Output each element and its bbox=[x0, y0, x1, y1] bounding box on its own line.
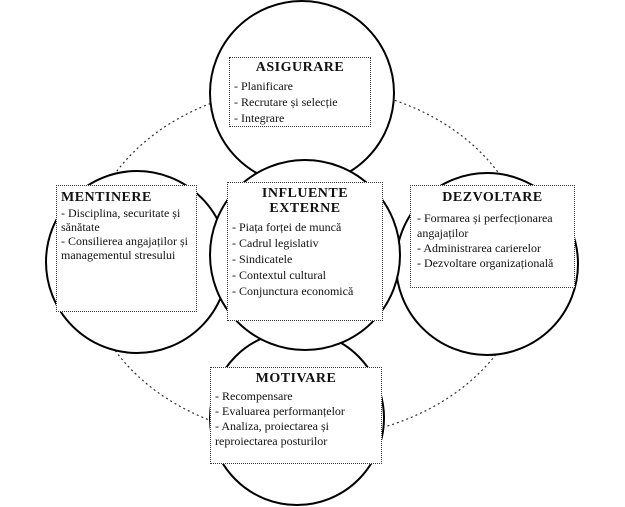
list-item: Sindicatele bbox=[232, 251, 378, 267]
box-mentinere: MENTINERE Disciplina, securitate și sănă… bbox=[56, 185, 197, 312]
influente-title: INFLUENTE EXTERNE bbox=[261, 186, 349, 216]
list-item: Recrutare și selecție bbox=[234, 94, 366, 110]
list-item: Cadrul legislativ bbox=[232, 235, 378, 251]
list-item: Administrarea carierelor bbox=[417, 241, 568, 256]
motivare-list: Recompensare Evaluarea performanțelor An… bbox=[215, 389, 377, 449]
box-motivare: MOTIVARE Recompensare Evaluarea performa… bbox=[210, 367, 382, 464]
box-dezvoltare: DEZVOLTARE Formarea și perfecționarea an… bbox=[410, 185, 575, 288]
list-item: Piața forței de muncă bbox=[232, 219, 378, 235]
list-item: Recompensare bbox=[215, 389, 377, 404]
asigurare-title: ASIGURARE bbox=[255, 60, 345, 75]
list-item: Consilierea angajaților și managementul … bbox=[61, 234, 192, 262]
list-item: Conjunctura economică bbox=[232, 283, 378, 299]
list-item: Disciplina, securitate și sănătate bbox=[61, 206, 192, 234]
list-item: Evaluarea performanțelor bbox=[215, 404, 377, 419]
list-item: Formarea și perfecționarea angajaților bbox=[417, 211, 568, 241]
list-item: Dezvoltare organizațională bbox=[417, 256, 568, 271]
asigurare-list: Planificare Recrutare și selecție Integr… bbox=[234, 78, 366, 126]
dezvoltare-title: DEZVOLTARE bbox=[442, 190, 543, 205]
mentinere-list: Disciplina, securitate și sănătate Consi… bbox=[61, 206, 192, 262]
mentinere-title: MENTINERE bbox=[61, 190, 152, 205]
list-item: Analiza, proiectarea și reproiectarea po… bbox=[215, 419, 377, 449]
box-asigurare: ASIGURARE Planificare Recrutare și selec… bbox=[229, 57, 371, 127]
dezvoltare-list: Formarea și perfecționarea angajaților A… bbox=[417, 211, 568, 271]
motivare-title: MOTIVARE bbox=[255, 371, 337, 386]
list-item: Integrare bbox=[234, 110, 366, 126]
influente-list: Piața forței de muncă Cadrul legislativ … bbox=[232, 219, 378, 299]
list-item: Planificare bbox=[234, 78, 366, 94]
box-influente-externe: INFLUENTE EXTERNE Piața forței de muncă … bbox=[227, 182, 383, 321]
list-item: Contextul cultural bbox=[232, 267, 378, 283]
